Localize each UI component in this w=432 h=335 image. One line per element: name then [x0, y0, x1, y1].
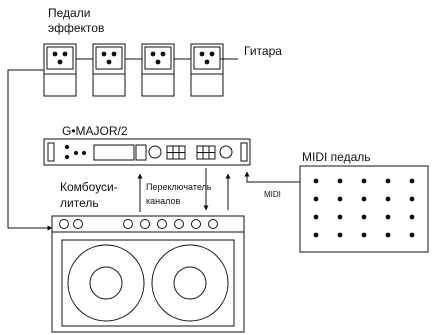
midi-footswitch: [386, 215, 391, 220]
midi-footswitch: [362, 215, 367, 220]
effects-pedals: [44, 44, 223, 96]
amp-knob: [141, 220, 150, 229]
amp-knob: [192, 220, 201, 229]
midi-footswitch: [338, 197, 343, 202]
amp-knob: [209, 220, 218, 229]
midi-footswitch: [338, 179, 343, 184]
midi-footswitch: [410, 179, 415, 184]
midi-footswitch: [386, 179, 391, 184]
amp-knob: [158, 220, 167, 229]
midi-footswitch: [410, 233, 415, 238]
midi-footswitch: [338, 233, 343, 238]
amp-input-jack: [74, 220, 83, 229]
midi-footswitch: [362, 179, 367, 184]
midi-cable: [247, 172, 300, 182]
midi-pedal-board: [300, 166, 428, 252]
combo-amplifier: [52, 216, 244, 332]
midi-footswitch: [314, 179, 319, 184]
midi-footswitch: [362, 233, 367, 238]
midi-footswitch: [314, 215, 319, 220]
midi-footswitch: [386, 197, 391, 202]
processor-rack: [44, 139, 250, 165]
midi-footswitch: [386, 233, 391, 238]
amp-knob: [124, 220, 133, 229]
amp-input-jack: [60, 220, 69, 229]
effect-pedal: [191, 44, 223, 96]
amp-knob: [175, 220, 184, 229]
midi-footswitch: [314, 197, 319, 202]
midi-footswitch: [410, 215, 415, 220]
effect-pedal: [93, 44, 125, 96]
midi-footswitch: [410, 197, 415, 202]
effect-pedal: [142, 44, 174, 96]
midi-footswitch: [314, 233, 319, 238]
effect-pedal: [44, 44, 76, 96]
midi-footswitch: [362, 197, 367, 202]
midi-footswitch: [338, 215, 343, 220]
